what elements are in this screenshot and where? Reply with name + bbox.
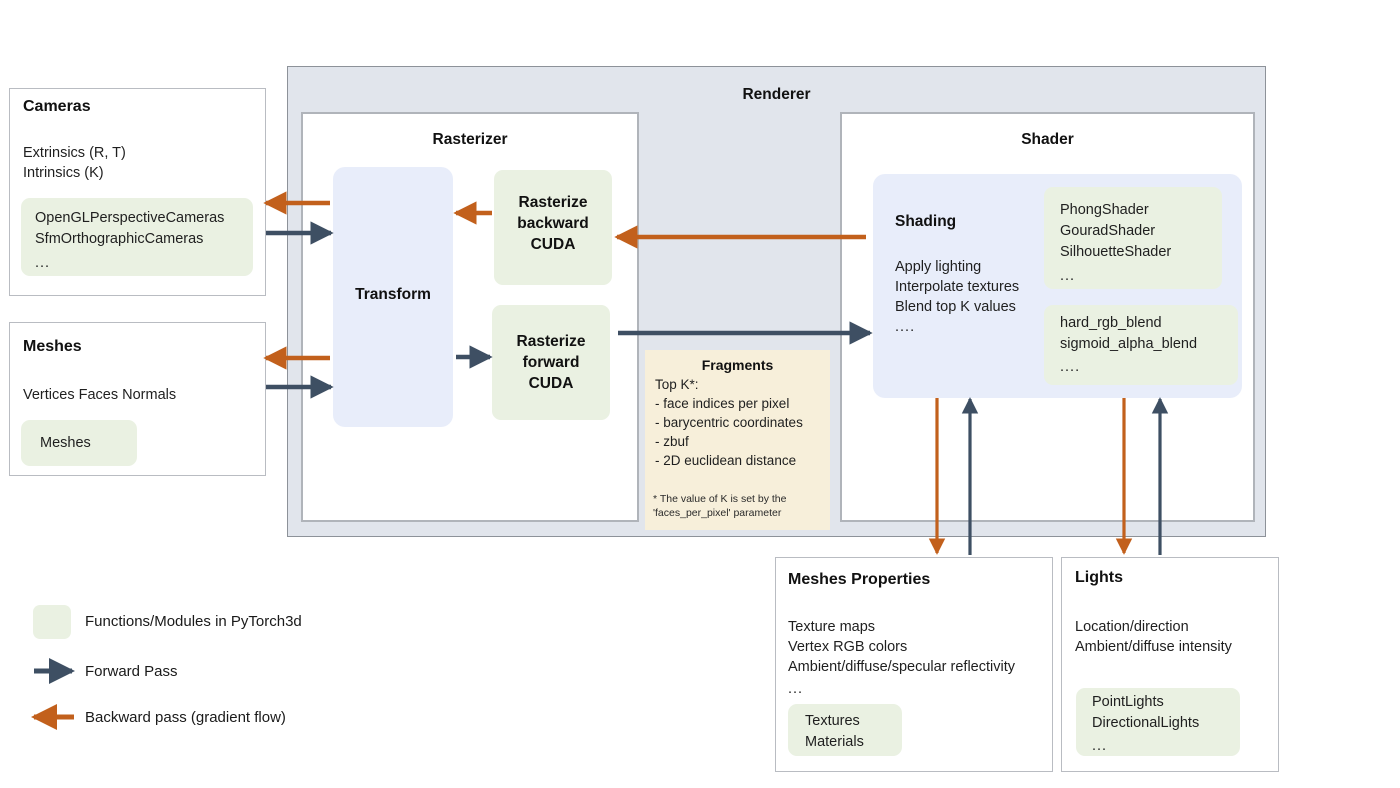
lights-title: Lights: [1075, 569, 1123, 586]
lights-module-0: PointLights: [1092, 694, 1164, 710]
renderer-title: Renderer: [742, 86, 811, 103]
legend-swatch-modules: [33, 605, 71, 639]
shader-module-0: PhongShader: [1060, 202, 1149, 218]
rasterize-forward-line-3: CUDA: [528, 375, 574, 392]
fragments-list: Top K*: - face indices per pixel - baryc…: [655, 375, 835, 470]
fragments-intro: Top K*:: [655, 377, 699, 392]
blend-modules-list: hard_rgb_blend sigmoid_alpha_blend ....: [1060, 313, 1250, 378]
cameras-module-0: OpenGLPerspectiveCameras: [35, 210, 225, 226]
rasterize-backward-line-3: CUDA: [530, 236, 576, 253]
meshes-properties-line-1: Vertex RGB colors: [788, 639, 908, 655]
fragments-footnote-line-1: * The value of K is set by the: [653, 493, 787, 505]
transform-label: Transform: [355, 286, 431, 303]
meshes-module-0: Meshes: [40, 435, 91, 451]
meshes-line-0: Vertices Faces Normals: [23, 387, 177, 403]
rasterize-forward-cuda-label: Rasterize forward CUDA: [492, 331, 610, 394]
rasterizer-title: Rasterizer: [432, 131, 508, 148]
rasterize-forward-line-2: forward: [522, 354, 580, 371]
blend-module-2: ....: [1060, 359, 1081, 375]
rasterize-forward-cuda-box[interactable]: [492, 305, 610, 420]
blend-module-1: sigmoid_alpha_blend: [1060, 336, 1198, 352]
cameras-module-1: SfmOrthographicCameras: [35, 231, 204, 247]
cameras-lines: Extrinsics (R, T) Intrinsics (K): [23, 143, 253, 183]
fragments-item-3: - 2D euclidean distance: [655, 453, 797, 468]
cameras-modules-box[interactable]: [21, 198, 253, 276]
cameras-line-1: Intrinsics (K): [23, 165, 104, 181]
meshes-modules-list: Meshes: [40, 433, 150, 454]
fragments-footnote-line-2: 'faces_per_pixel' parameter: [653, 507, 782, 519]
fragments-item-0: - face indices per pixel: [655, 396, 790, 411]
meshes-properties-line-2: Ambient/diffuse/specular reflectivity: [788, 659, 1016, 675]
blend-module-0: hard_rgb_blend: [1060, 315, 1162, 331]
cameras-line-0: Extrinsics (R, T): [23, 145, 126, 161]
shading-title: Shading: [895, 213, 957, 230]
lights-module-2: ...: [1092, 738, 1108, 754]
shader-module-2: SilhouetteShader: [1060, 244, 1172, 260]
meshes-properties-lines: Texture maps Vertex RGB colors Ambient/d…: [788, 617, 1053, 699]
shader-title: Shader: [1021, 131, 1074, 148]
fragments-title: Fragments: [701, 357, 774, 373]
legend-label-backward: Backward pass (gradient flow): [85, 709, 286, 726]
lights-modules-box[interactable]: [1076, 688, 1240, 756]
shader-module-3: ...: [1060, 268, 1076, 284]
shading-line-3: ....: [895, 319, 916, 335]
meshes-properties-modules-box[interactable]: [788, 704, 902, 756]
meshes-properties-title: Meshes Properties: [788, 571, 931, 588]
rasterize-backward-cuda-label: Rasterize backward CUDA: [494, 192, 612, 255]
meshes-properties-module-1: Materials: [805, 734, 864, 750]
meshes-modules-box[interactable]: [21, 420, 137, 466]
legend-label-modules: Functions/Modules in PyTorch3d: [85, 613, 302, 630]
meshes-title: Meshes: [23, 338, 82, 355]
shading-line-2: Blend top K values: [895, 299, 1016, 315]
cameras-title: Cameras: [23, 98, 91, 115]
shading-line-1: Interpolate textures: [895, 279, 1020, 295]
lights-line-1: Ambient/diffuse intensity: [1075, 639, 1232, 655]
fragments-item-1: - barycentric coordinates: [655, 415, 803, 430]
shading-line-0: Apply lighting: [895, 259, 982, 275]
shader-module-1: GouradShader: [1060, 223, 1156, 239]
legend-label-forward: Forward Pass: [85, 663, 178, 680]
lights-line-0: Location/direction: [1075, 619, 1189, 635]
transform-box[interactable]: [333, 167, 453, 427]
shader-modules-box[interactable]: [1044, 187, 1222, 289]
meshes-properties-line-3: ...: [788, 681, 804, 697]
rasterize-forward-line-1: Rasterize: [516, 333, 586, 350]
fragments-footnote: * The value of K is set by the 'faces_pe…: [653, 492, 833, 520]
shading-lines: Apply lighting Interpolate textures Blen…: [895, 257, 1055, 337]
fragments-box: [645, 350, 830, 530]
meshes-properties-line-0: Texture maps: [788, 619, 876, 635]
rasterize-backward-line-2: backward: [517, 215, 589, 232]
lights-modules-list: PointLights DirectionalLights ...: [1092, 692, 1252, 757]
rasterize-backward-cuda-box[interactable]: [494, 170, 612, 285]
meshes-properties-module-0: Textures: [805, 713, 860, 729]
lights-lines: Location/direction Ambient/diffuse inten…: [1075, 617, 1280, 657]
fragments-item-2: - zbuf: [655, 434, 689, 449]
lights-module-1: DirectionalLights: [1092, 715, 1200, 731]
meshes-lines: Vertices Faces Normals: [23, 385, 253, 405]
rasterize-backward-line-1: Rasterize: [518, 194, 588, 211]
meshes-properties-modules-list: Textures Materials: [805, 711, 915, 753]
blend-modules-box[interactable]: [1044, 305, 1238, 385]
shader-modules-list: PhongShader GouradShader SilhouetteShade…: [1060, 200, 1240, 287]
cameras-module-2: ...: [35, 255, 51, 271]
cameras-modules-list: OpenGLPerspectiveCameras SfmOrthographic…: [35, 208, 260, 274]
